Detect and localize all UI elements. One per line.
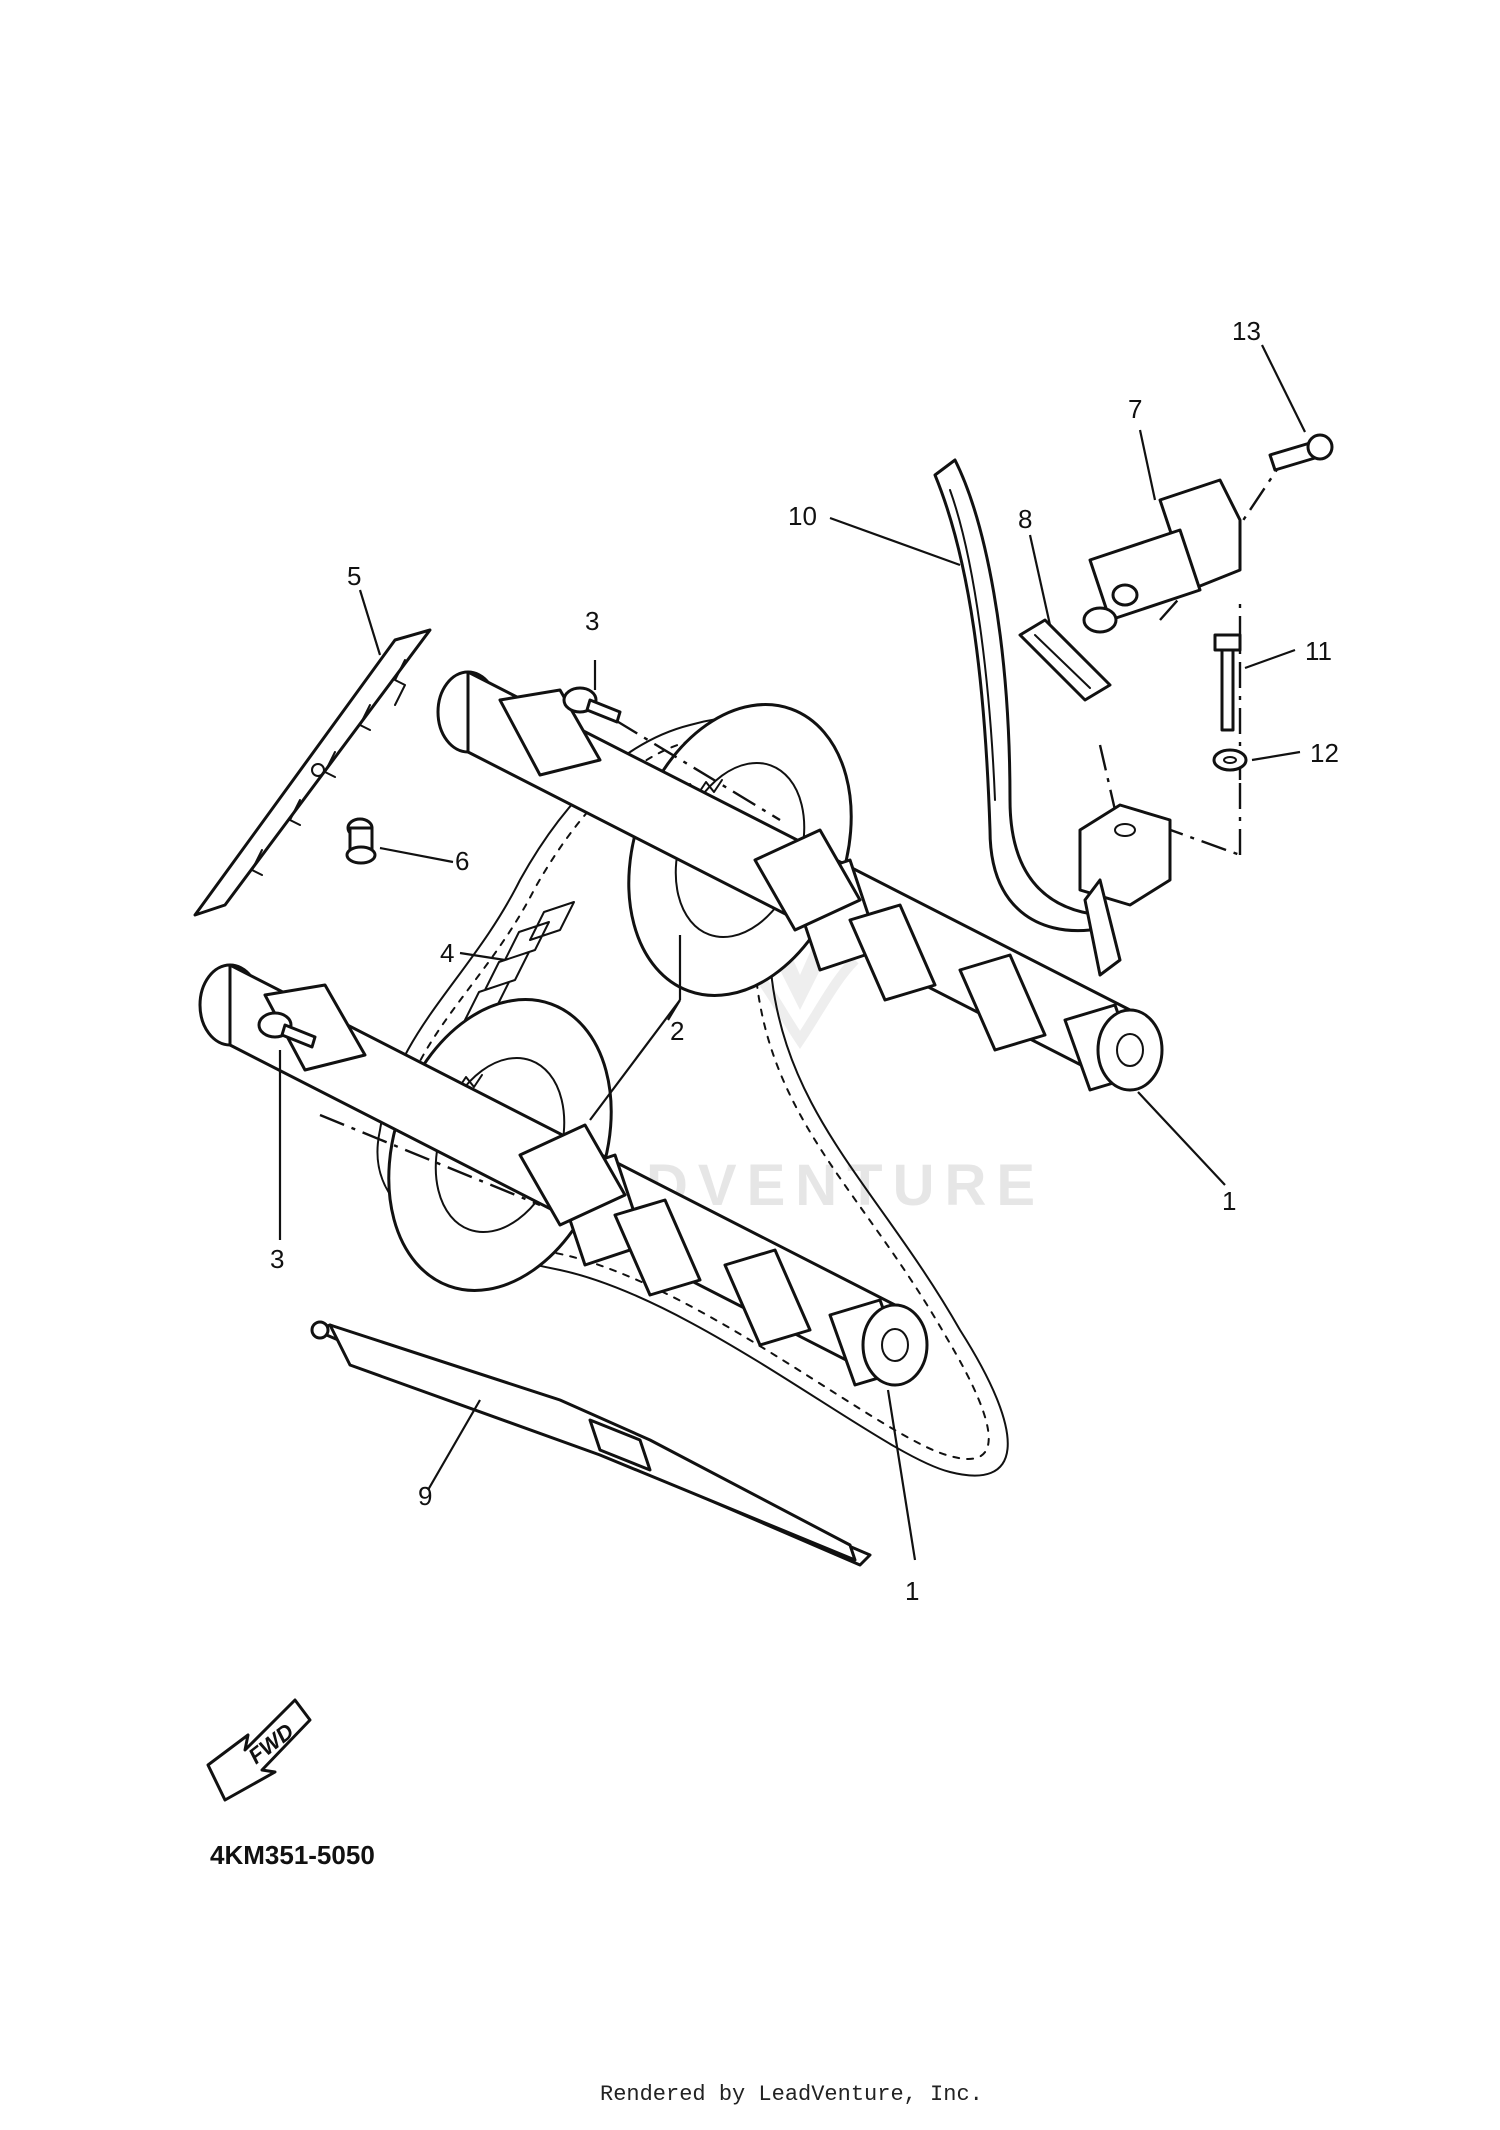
timing-chain-guide xyxy=(193,628,432,917)
bolt-6 xyxy=(345,817,377,865)
fwd-arrow-icon: FWD xyxy=(206,1698,312,1802)
leader-lines xyxy=(278,344,1306,1561)
callout-10: 10 xyxy=(788,501,817,531)
callout-4: 4 xyxy=(440,938,454,968)
callout-6: 6 xyxy=(455,846,469,876)
bolt-3-upper xyxy=(562,686,622,724)
washer-12 xyxy=(1212,748,1248,772)
bolt-3-lower xyxy=(257,1011,317,1049)
callout-1-lower: 1 xyxy=(905,1576,919,1606)
tensioner-bracket xyxy=(1078,803,1172,977)
chain-tensioner-7 xyxy=(1082,478,1242,634)
gasket-8 xyxy=(1018,618,1112,702)
upper-camshaft xyxy=(436,670,1164,1092)
callout-5: 5 xyxy=(347,561,361,591)
lower-camshaft xyxy=(198,963,929,1387)
callout-8: 8 xyxy=(1018,504,1032,534)
chain-guide-9 xyxy=(310,1320,872,1567)
callout-3-lower: 3 xyxy=(270,1244,284,1274)
callout-1-upper: 1 xyxy=(1222,1186,1236,1216)
callout-2: 2 xyxy=(670,1016,684,1046)
callouts: 1 1 2 3 3 4 5 6 7 8 9 10 11 12 13 xyxy=(270,316,1339,1606)
callout-12: 12 xyxy=(1310,738,1339,768)
callout-11: 11 xyxy=(1305,636,1332,666)
bolt-13 xyxy=(1268,433,1334,472)
diagram-code: 4KM351-5050 xyxy=(210,1840,375,1870)
footer-credit: Rendered by LeadVenture, Inc. xyxy=(600,2082,983,2107)
callout-3-upper: 3 xyxy=(585,606,599,636)
callout-13: 13 xyxy=(1232,316,1261,346)
bolt-11 xyxy=(1213,633,1242,732)
callout-9: 9 xyxy=(418,1481,432,1511)
callout-7: 7 xyxy=(1128,394,1142,424)
